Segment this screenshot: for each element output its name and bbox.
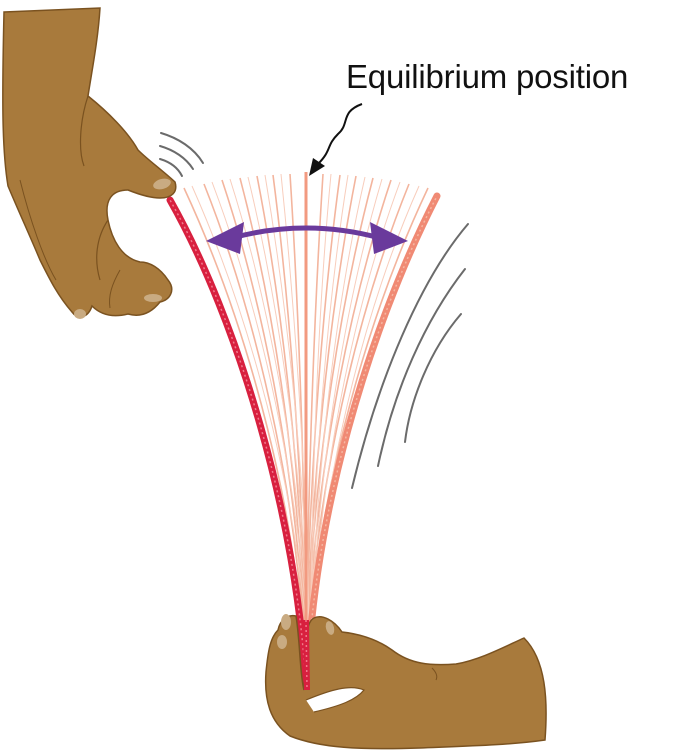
top-hand — [2, 7, 177, 319]
pointer-arrow-icon — [309, 103, 363, 176]
thumb-nail — [153, 178, 171, 190]
ruler-right-extreme — [303, 192, 441, 694]
motion-lines-right — [351, 223, 469, 489]
oscillation-double-arrow — [206, 222, 408, 254]
equilibrium-position-label: Equilibrium position — [346, 58, 629, 95]
bottom-hand — [264, 614, 547, 750]
motion-lines-top — [159, 132, 204, 177]
